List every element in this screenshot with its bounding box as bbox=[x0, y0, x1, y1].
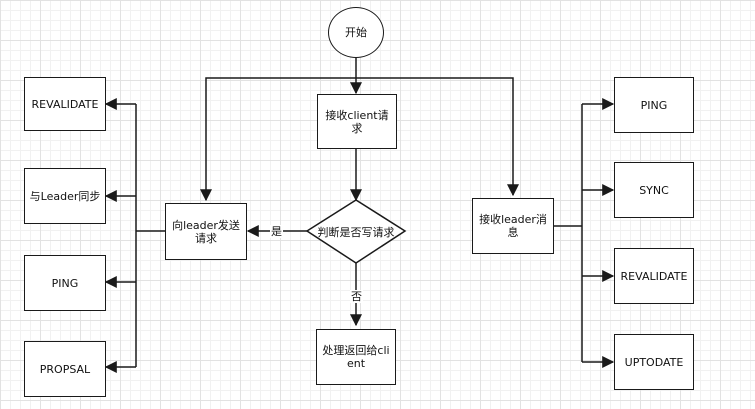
start-node[interactable]: 开始 bbox=[328, 7, 384, 58]
no-edge-label: 否 bbox=[350, 290, 363, 303]
send-to-leader-node[interactable]: 向leader发送请求 bbox=[165, 203, 247, 260]
left-revalidate-node[interactable]: REVALIDATE bbox=[24, 77, 106, 131]
left-ping-node[interactable]: PING bbox=[24, 255, 106, 311]
left-propsal-node[interactable]: PROPSAL bbox=[24, 341, 106, 397]
right-sync-node[interactable]: SYNC bbox=[614, 162, 694, 218]
receive-client-node[interactable]: 接收client请求 bbox=[317, 94, 397, 149]
right-revalidate-node[interactable]: REVALIDATE bbox=[614, 248, 694, 304]
decision-diamond-shape bbox=[305, 199, 407, 264]
left-sync-leader-node[interactable]: 与Leader同步 bbox=[24, 168, 106, 224]
yes-edge-label: 是 bbox=[270, 225, 283, 238]
edge-start-to-send-leader bbox=[200, 77, 356, 202]
right-ping-node[interactable]: PING bbox=[614, 77, 694, 133]
is-write-request-decision[interactable]: 判断是否写请求 bbox=[317, 225, 395, 239]
handle-return-node[interactable]: 处理返回给client bbox=[316, 329, 396, 385]
receive-leader-node[interactable]: 接收leader消息 bbox=[472, 198, 554, 254]
edge-start-to-receive-leader bbox=[356, 77, 519, 197]
right-uptodate-node[interactable]: UPTODATE bbox=[614, 334, 694, 390]
